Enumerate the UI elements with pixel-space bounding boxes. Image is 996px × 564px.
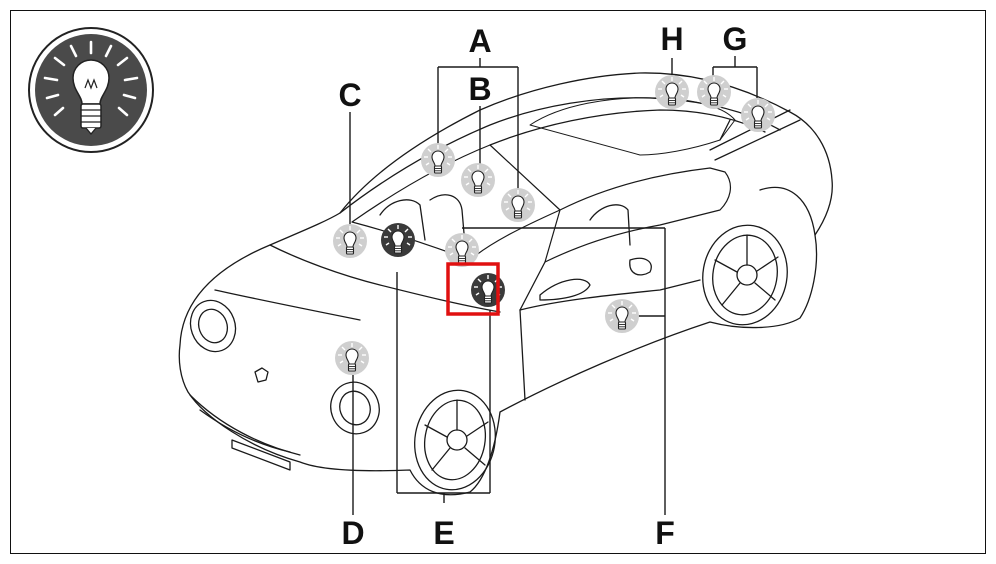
bulb-icon [696, 74, 732, 110]
light-bulb-icon [28, 27, 154, 153]
bulb-icon [420, 142, 456, 178]
bulb-icon [460, 162, 496, 198]
bulb-icon [332, 223, 368, 259]
label-e: E [433, 515, 454, 551]
label-h: H [660, 21, 683, 57]
highlight-box [446, 262, 500, 316]
bulb-icon [500, 187, 536, 223]
bulb-icon [444, 232, 480, 268]
bulb-icon [380, 222, 416, 258]
label-d: D [341, 515, 364, 551]
car-illustration [178, 72, 833, 496]
label-b: B [468, 71, 491, 107]
bulb-icon [334, 340, 370, 376]
label-f: F [655, 515, 675, 551]
leader-lines [349, 56, 758, 515]
bulb-icon [654, 74, 690, 110]
bulb-icon [604, 298, 640, 334]
figure-frame [10, 10, 986, 554]
bulb-icon [470, 272, 506, 308]
label-g: G [723, 21, 748, 57]
label-a: A [468, 23, 491, 59]
label-c: C [338, 77, 361, 113]
bulb-icon [740, 97, 776, 133]
